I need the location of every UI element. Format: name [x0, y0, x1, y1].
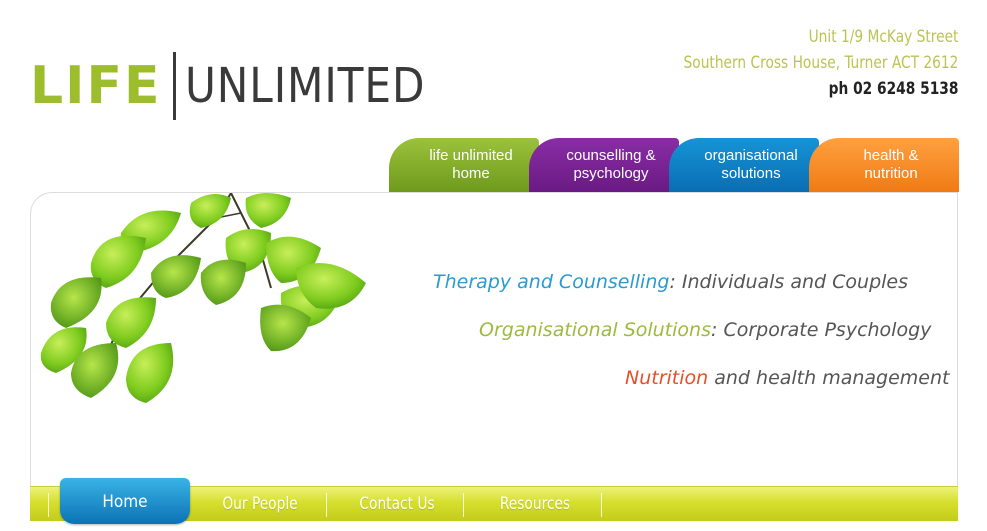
tab-label-line2: nutrition: [864, 165, 918, 182]
nav-resources[interactable]: Resources: [499, 494, 571, 514]
tab-label-line1: life unlimited: [429, 147, 513, 164]
tagline-highlight: Organisational Solutions: [479, 319, 711, 341]
tab-label-line1: counselling &: [566, 147, 656, 164]
nav-divider: [326, 493, 327, 517]
nav-divider: [48, 493, 49, 517]
logo-life-text: LIFE: [30, 56, 162, 116]
nav-contact-us[interactable]: Contact Us: [359, 494, 435, 514]
tagline-rest: : Individuals and Couples: [669, 271, 908, 293]
hero-panel: Therapy and Counselling: Individuals and…: [30, 192, 958, 488]
nav-divider: [601, 493, 602, 517]
tab-label-line2: psychology: [573, 165, 649, 182]
tab-label-line1: organisational: [704, 147, 798, 164]
address-line-1: Unit 1/9 McKay Street: [808, 27, 958, 47]
address-line-2: Southern Cross House, Turner ACT 2612: [683, 53, 958, 73]
leaves-image: [40, 193, 366, 403]
tagline-nutrition: Nutrition and health management: [625, 367, 950, 389]
nav-home[interactable]: Home: [60, 478, 190, 524]
tagline-highlight: Therapy and Counselling: [433, 271, 670, 293]
phone-number: ph 02 6248 5138: [828, 79, 958, 99]
tab-health-nutrition[interactable]: health &nutrition: [809, 138, 959, 192]
tab-counselling-psychology[interactable]: counselling &psychology: [529, 138, 679, 192]
contact-address: Unit 1/9 McKay Street Southern Cross Hou…: [683, 24, 958, 102]
tagline-rest: and health management: [708, 367, 950, 389]
tab-label-line2: solutions: [721, 165, 781, 182]
nav-our-people[interactable]: Our People: [222, 494, 298, 514]
tagline-rest: : Corporate Psychology: [711, 319, 932, 341]
tab-label-line2: home: [452, 165, 490, 182]
logo-unlimited-text: UNLIMITED: [184, 58, 425, 114]
site-logo[interactable]: LIFE UNLIMITED: [30, 50, 458, 122]
nav-divider: [463, 493, 464, 517]
logo-separator: [172, 52, 176, 120]
tab-label-line1: health &: [863, 147, 919, 164]
tagline-therapy: Therapy and Counselling: Individuals and…: [433, 271, 908, 293]
tagline-highlight: Nutrition: [625, 367, 709, 389]
tagline-organisational: Organisational Solutions: Corporate Psyc…: [479, 319, 931, 341]
